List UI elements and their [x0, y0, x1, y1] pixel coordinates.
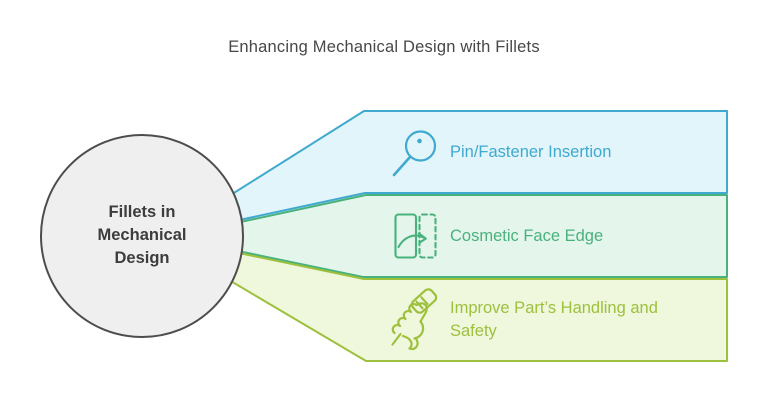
- branch-label-handling-safety: Improve Part’s Handling and Safety: [450, 299, 658, 340]
- branch-label-pin-fastener: Pin/Fastener Insertion: [450, 142, 612, 161]
- flip-face-icon: [394, 213, 437, 259]
- magnifier-pin-icon: [392, 130, 437, 177]
- center-node-circle: [40, 134, 244, 338]
- branch-label-cosmetic-edge: Cosmetic Face Edge: [450, 226, 604, 245]
- diagram-title: Enhancing Mechanical Design with Fillets: [228, 38, 540, 56]
- center-node-label: Fillets in Mechanical Design: [97, 203, 187, 267]
- hand-grip-icon: [391, 288, 438, 351]
